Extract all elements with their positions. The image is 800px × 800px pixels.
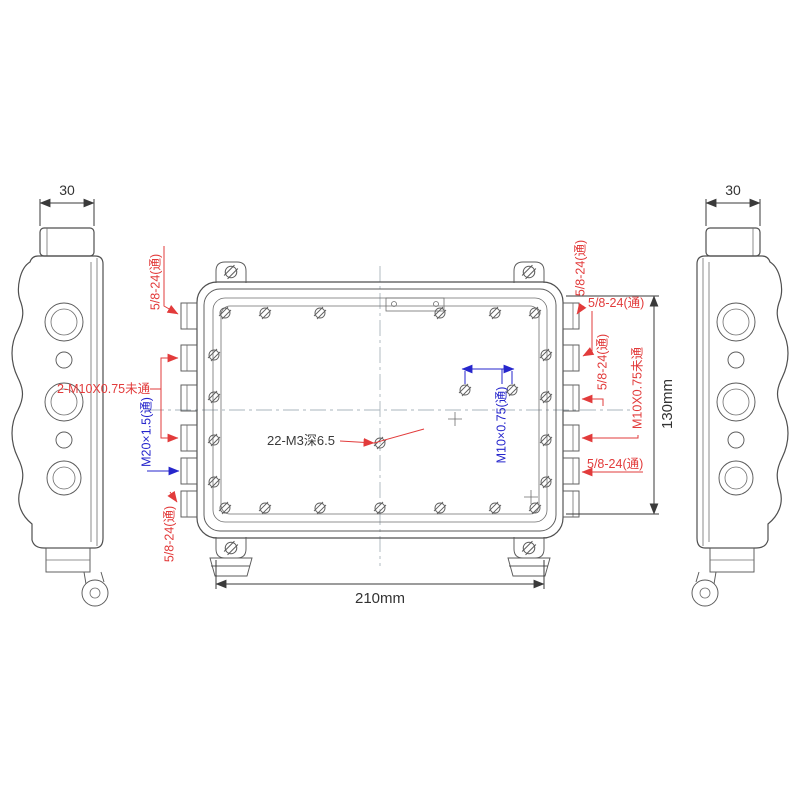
screw-hole — [433, 501, 447, 515]
thread-label-left-blue: M20×1.5(通) — [139, 397, 153, 467]
screw-hole — [258, 306, 272, 320]
enclosure-lip — [212, 297, 548, 523]
thread-label-top-right: 5/8-24(通) — [573, 240, 587, 296]
enclosure-inner-face — [220, 305, 540, 515]
centerlines — [148, 266, 634, 566]
port-stub — [180, 424, 198, 452]
mounting-feet — [209, 557, 551, 577]
top-connector-plate — [385, 297, 445, 312]
center-note: 22-M3深6.5 — [267, 433, 335, 448]
port-stub — [562, 457, 580, 485]
dimension-30-right: 30 — [725, 182, 741, 198]
screw-hole — [488, 306, 502, 320]
screw-hole — [207, 348, 221, 362]
port-stub — [180, 457, 198, 485]
thread-label-right-v1: 5/8-24(通) — [595, 334, 609, 390]
ear-screw-hole — [521, 264, 537, 280]
right-port-stubs — [562, 302, 580, 518]
ear-screw-hole — [521, 540, 537, 556]
left-side-view — [11, 227, 109, 607]
blue-leaders — [147, 364, 515, 476]
screw-hole — [539, 390, 553, 404]
screw-hole — [258, 501, 272, 515]
thread-label-right-h2: 5/8-24(通) — [587, 457, 643, 471]
screw-hole — [458, 383, 472, 397]
port-stub — [180, 384, 198, 412]
enclosure-wall-2 — [203, 288, 557, 532]
dimension-height: 130mm — [659, 379, 676, 429]
thread-label-right-h1: 5/8-24(通) — [588, 296, 644, 310]
dimension-30-left: 30 — [59, 182, 75, 198]
top-view — [180, 261, 580, 577]
thread-label-left-double: 2-M10X0.75未通 — [57, 382, 151, 396]
port-stub — [562, 490, 580, 518]
screw-hole — [313, 501, 327, 515]
labels: 5/8-24(通) 2-M10X0.75未通 M20×1.5(通) 5/8-24… — [57, 182, 741, 607]
port-stub — [180, 302, 198, 330]
left-profile — [11, 227, 109, 607]
red-leaders — [150, 246, 643, 503]
port-stub — [562, 344, 580, 372]
screw-hole — [539, 475, 553, 489]
port-stub — [180, 344, 198, 372]
left-port-stubs — [180, 302, 198, 518]
port-stub — [180, 490, 198, 518]
thread-label-bottom-left: 5/8-24(通) — [162, 506, 176, 562]
screw-hole — [313, 306, 327, 320]
right-profile — [691, 227, 789, 607]
thread-label-right-nothru: M10X0.75未通 — [630, 347, 644, 429]
port-stub — [562, 384, 580, 412]
thread-label-top-left: 5/8-24(通) — [148, 254, 162, 310]
screw-hole — [207, 475, 221, 489]
screw-hole — [488, 501, 502, 515]
screw-hole — [207, 433, 221, 447]
port-stub — [562, 302, 580, 330]
ear-screw-hole — [223, 540, 239, 556]
ear-screw-hole — [223, 264, 239, 280]
cross-marks — [448, 412, 538, 504]
thread-label-center-blue: M10×0.75(通) — [494, 387, 508, 464]
port-stub — [562, 424, 580, 452]
screw-hole — [539, 433, 553, 447]
dimension-width: 210mm — [355, 590, 405, 607]
screw-hole — [207, 390, 221, 404]
right-side-view — [691, 227, 789, 607]
screw-hole — [539, 348, 553, 362]
dimension-lines — [39, 198, 761, 589]
